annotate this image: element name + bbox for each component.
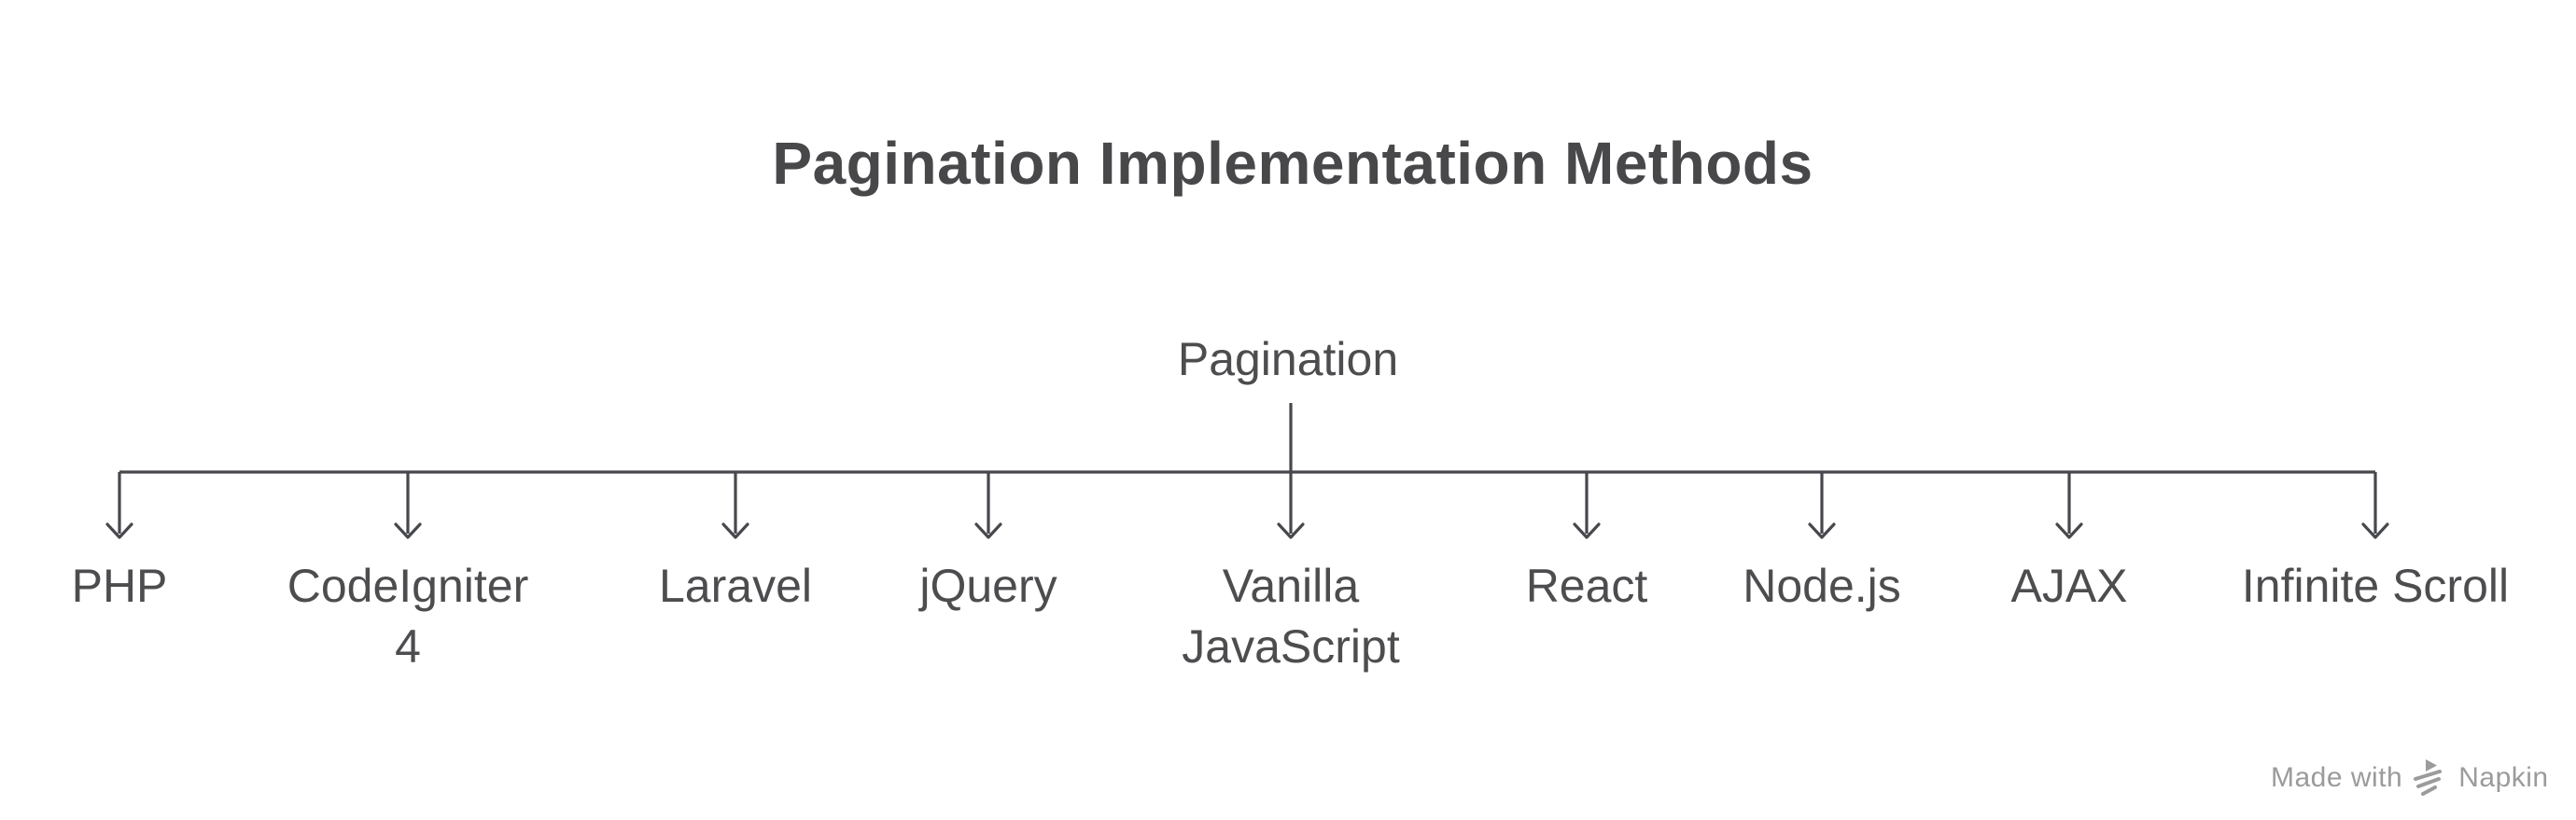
tree-node-laravel: Laravel — [521, 556, 950, 617]
napkin-logo-icon — [2414, 759, 2443, 796]
watermark-brand-label: Napkin — [2458, 762, 2549, 793]
arrowhead-icon — [394, 522, 422, 539]
tree-node-label-line: JavaScript — [1182, 620, 1400, 673]
tree-root-node-pagination: Pagination — [1177, 333, 1399, 385]
tree-node-label-line: AJAX — [2010, 560, 2128, 612]
watermark-made-with-label: Made with — [2271, 762, 2403, 793]
tree-node-react: React — [1372, 556, 1801, 617]
arrowhead-icon — [1573, 522, 1601, 539]
tree-node-label-line: jQuery — [919, 560, 1057, 612]
tree-node-label-line: React — [1525, 560, 1648, 612]
tree-node-label-line: Node.js — [1743, 560, 1901, 612]
tree-node-node-js: Node.js — [1607, 556, 2037, 617]
arrowhead-icon — [721, 522, 749, 539]
arrowhead-icon — [1277, 522, 1305, 539]
arrowhead-icon — [1808, 522, 1836, 539]
arrowhead-icon — [2055, 522, 2083, 539]
tree-node-jquery: jQuery — [774, 556, 1203, 617]
diagram-title: Pagination Implementation Methods — [772, 130, 1813, 197]
tree-node-label-line: 4 — [395, 620, 421, 673]
tree-node-codeigniter-4: CodeIgniter 4 — [193, 556, 623, 677]
arrowhead-icon — [2361, 522, 2389, 539]
tree-node-label-line: Laravel — [659, 560, 812, 612]
tree-node-label-line: Infinite Scroll — [2241, 560, 2510, 612]
tree-node-label-line: CodeIgniter — [287, 560, 529, 612]
tree-node-label-line: PHP — [71, 560, 168, 612]
tree-node-infinite-scroll: Infinite Scroll — [2161, 556, 2576, 617]
tree-node-php: PHP — [0, 556, 334, 617]
watermark: Made with Napkin — [2271, 758, 2549, 798]
tree-node-ajax: AJAX — [1855, 556, 2284, 617]
arrowhead-icon — [974, 522, 1002, 539]
tree-node-label-line: Vanilla — [1222, 560, 1360, 612]
arrowhead-icon — [105, 522, 133, 539]
